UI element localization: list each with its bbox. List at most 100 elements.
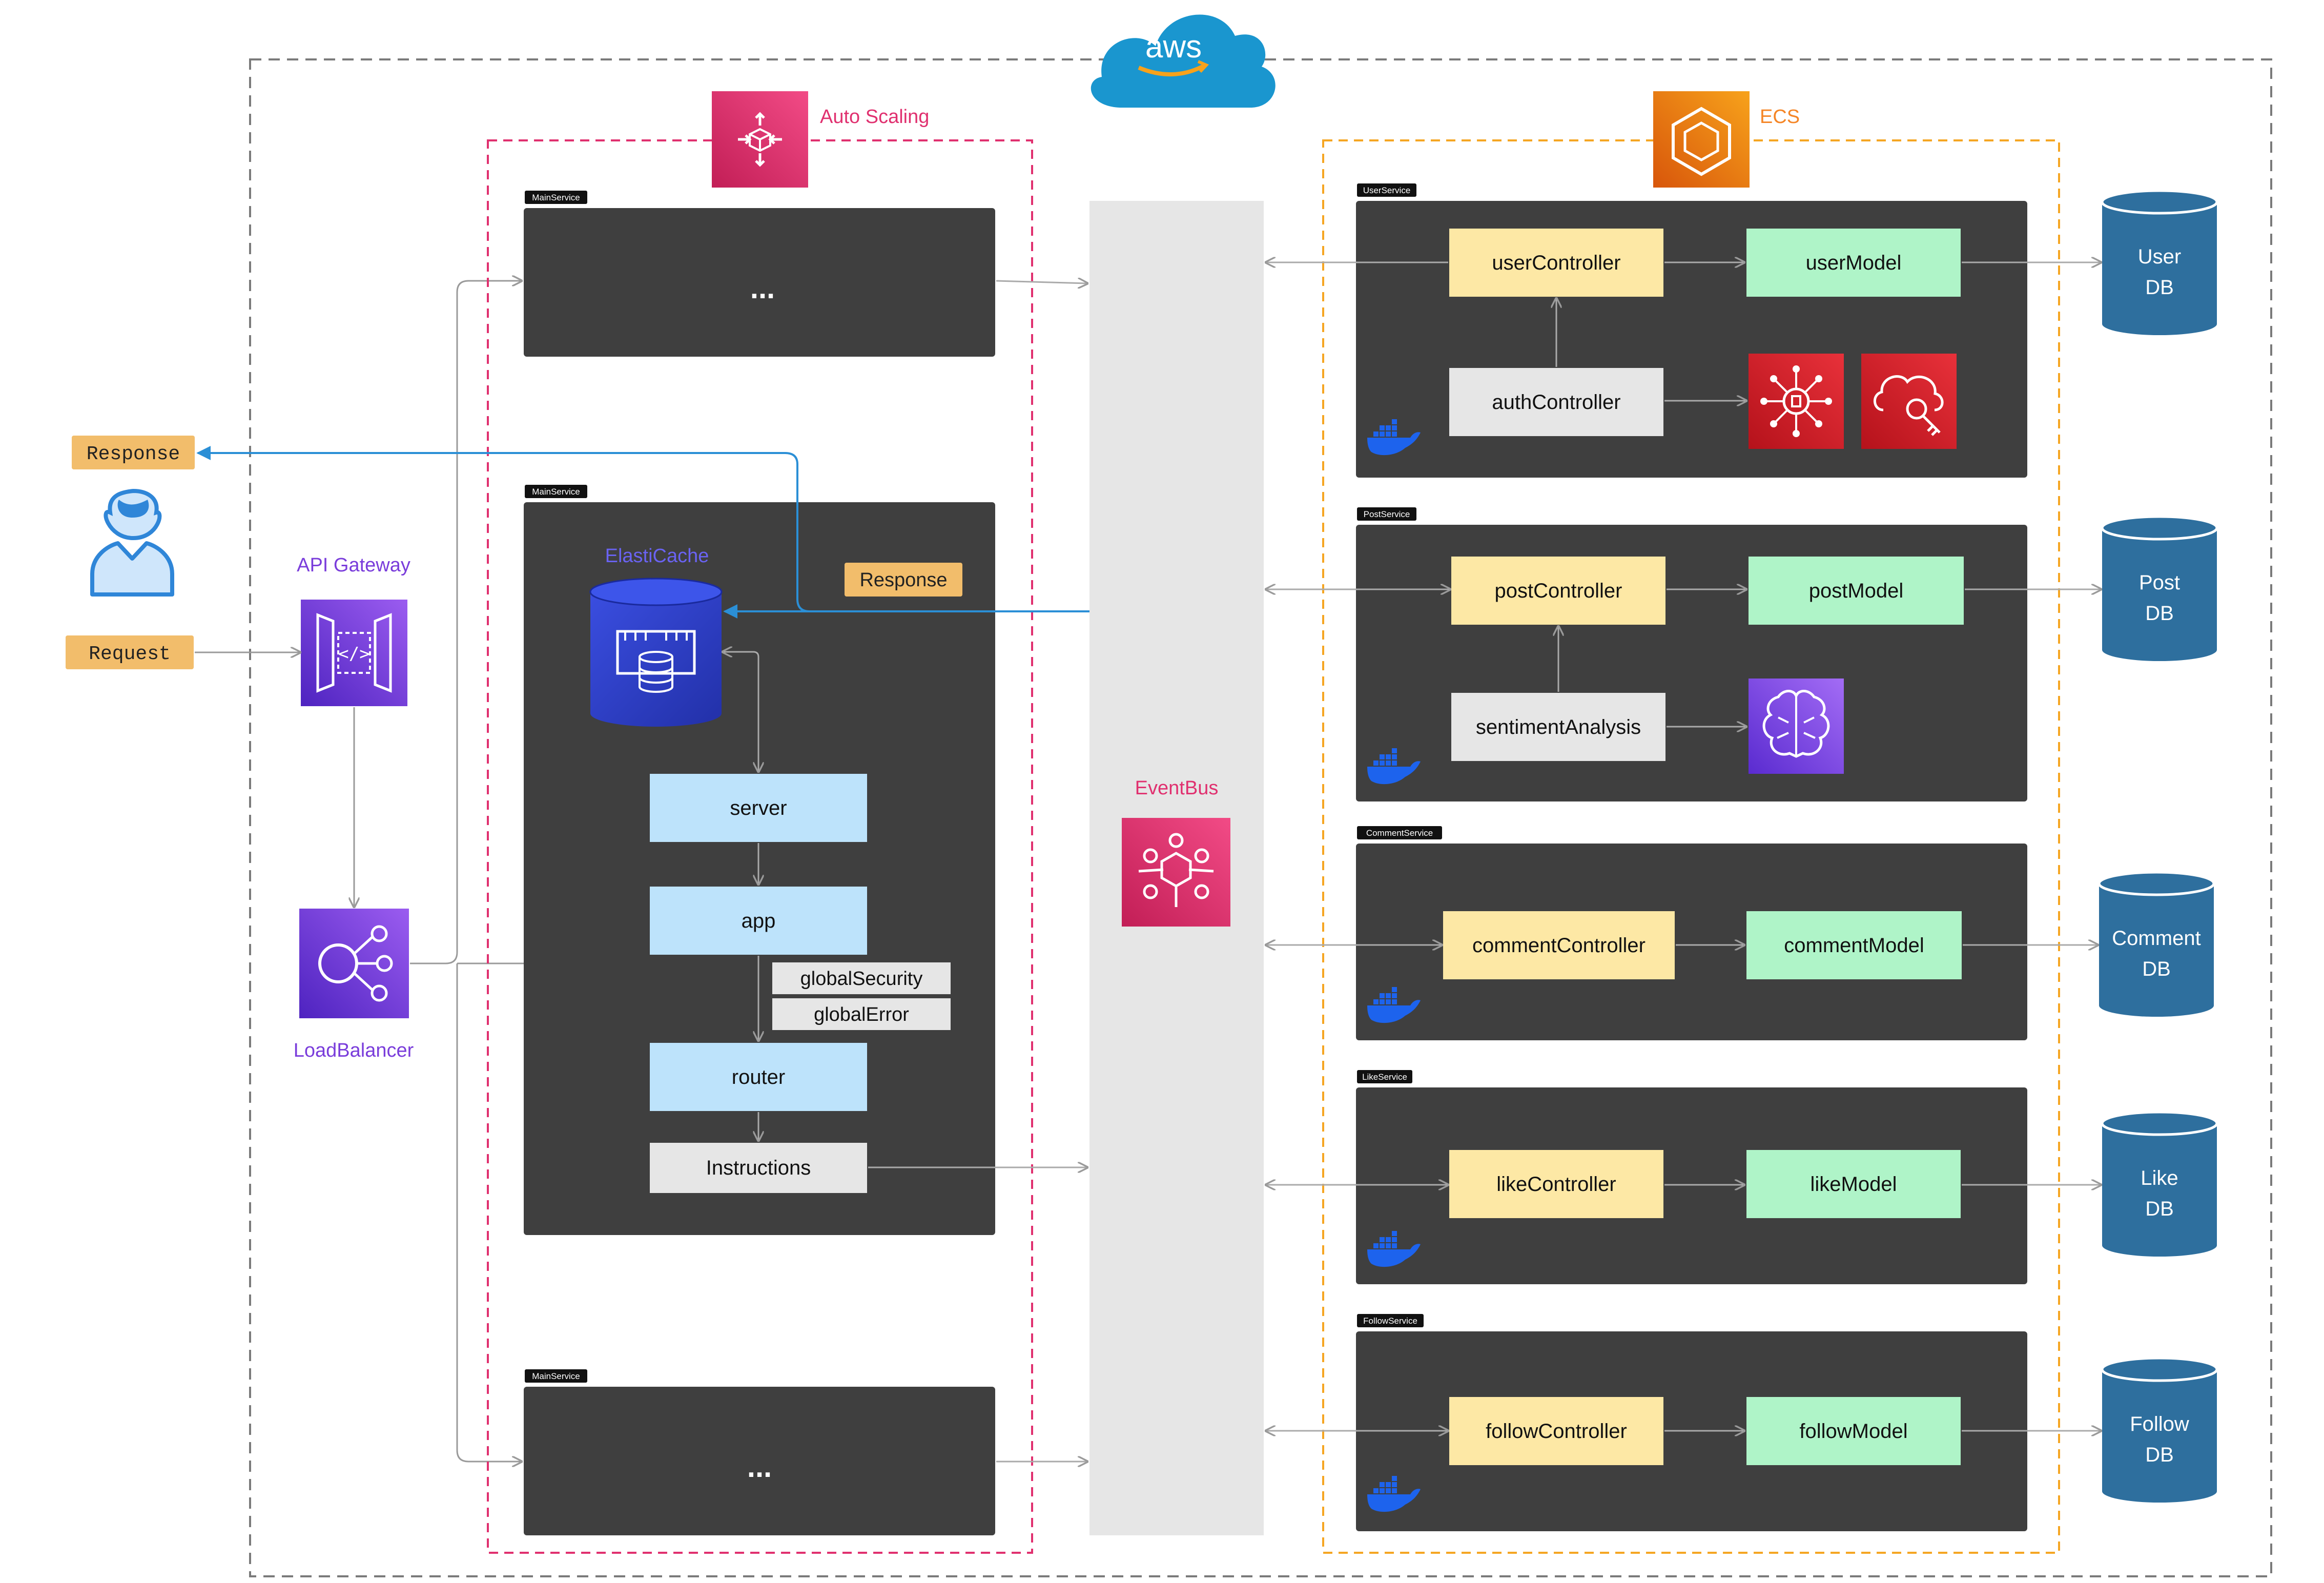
db-label: DB: [2145, 1198, 2174, 1220]
service-tag: LikeService: [1362, 1072, 1407, 1082]
svg-text:postModel: postModel: [1809, 580, 1904, 602]
svg-text:followController: followController: [1486, 1420, 1627, 1443]
ecs-group: [1322, 139, 2060, 1554]
api-gateway-label: API Gateway: [297, 554, 410, 576]
server-box[interactable]: server: [650, 774, 867, 842]
svg-text:userModel: userModel: [1806, 252, 1902, 274]
post-controller-box[interactable]: postController: [1451, 557, 1665, 625]
docker-icon: [1367, 748, 1421, 785]
db-label: Follow: [2130, 1413, 2189, 1435]
api-gateway-icon[interactable]: </>: [301, 600, 407, 706]
user-avatar-icon: [90, 488, 174, 597]
arrow-lb-to-main1: [410, 281, 522, 964]
docker-icon: [1367, 987, 1421, 1023]
elasticache-label: ElastiCache: [605, 545, 709, 567]
svg-text:commentController: commentController: [1472, 934, 1646, 957]
aws-cloud-boundary: [249, 58, 2272, 1577]
like-db-icon[interactable]: Like DB: [2101, 1111, 2218, 1257]
follow-controller-box[interactable]: followController: [1449, 1397, 1663, 1465]
main-service-tag: MainService: [532, 1371, 580, 1381]
router-box[interactable]: router: [650, 1043, 867, 1111]
post-model-box[interactable]: postModel: [1749, 557, 1964, 625]
svg-text:globalSecurity: globalSecurity: [800, 968, 923, 990]
svg-text:Instructions: Instructions: [706, 1157, 811, 1179]
comprehend-icon[interactable]: [1749, 679, 1844, 774]
db-label: DB: [2145, 602, 2174, 625]
user-db-icon[interactable]: User DB: [2101, 189, 2218, 335]
svg-text:commentModel: commentModel: [1784, 934, 1924, 957]
db-label: Post: [2139, 571, 2180, 594]
ecs-icon[interactable]: [1653, 91, 1750, 188]
main-service-ellipsis: ...: [747, 1450, 772, 1484]
db-label: DB: [2145, 276, 2174, 299]
svg-text:router: router: [732, 1066, 786, 1088]
user-model-box[interactable]: userModel: [1746, 229, 1961, 297]
db-label: DB: [2145, 1444, 2174, 1466]
main-service-tag: MainService: [532, 193, 580, 202]
cognito-icon[interactable]: [1749, 354, 1844, 449]
svg-text:postController: postController: [1494, 580, 1622, 602]
aws-logo-icon: aws: [1091, 14, 1276, 108]
svg-text:likeController: likeController: [1496, 1173, 1616, 1196]
arrow-main1-eventbus: [996, 281, 1087, 283]
comment-controller-box[interactable]: commentController: [1443, 911, 1675, 979]
db-label: User: [2138, 245, 2181, 268]
svg-text:Request: Request: [89, 643, 171, 665]
svg-text:app: app: [742, 910, 776, 932]
like-service-panel[interactable]: LikeService: [1356, 1070, 2027, 1284]
arrow-response-to-client: [196, 446, 810, 612]
main-service-tag: MainService: [532, 487, 580, 497]
db-label: DB: [2142, 958, 2171, 980]
elasticache-icon[interactable]: [589, 578, 723, 727]
autoscaling-group: [487, 139, 1033, 1554]
follow-model-box[interactable]: followModel: [1746, 1397, 1961, 1465]
autoscaling-icon[interactable]: [712, 91, 808, 188]
svg-text:userController: userController: [1492, 252, 1620, 274]
arrow-cache-server: [723, 652, 758, 772]
global-error-box[interactable]: globalError: [772, 998, 951, 1030]
app-box[interactable]: app: [650, 887, 867, 955]
service-tag: PostService: [1364, 509, 1410, 519]
request-tag: Request: [66, 635, 194, 669]
docker-icon: [1367, 419, 1421, 456]
docker-icon: [1367, 1231, 1421, 1267]
comment-model-box[interactable]: commentModel: [1746, 911, 1962, 979]
sentiment-analysis-box[interactable]: sentimentAnalysis: [1451, 693, 1665, 761]
load-balancer-label: LoadBalancer: [294, 1040, 414, 1061]
global-security-box[interactable]: globalSecurity: [772, 962, 951, 994]
service-tag: UserService: [1363, 186, 1411, 195]
db-label: Like: [2141, 1167, 2178, 1189]
svg-text:Response: Response: [87, 443, 180, 465]
svg-text:globalError: globalError: [814, 1004, 909, 1025]
load-balancer-icon[interactable]: [299, 909, 409, 1018]
eventbus-label: EventBus: [1135, 777, 1219, 799]
svg-text:Response: Response: [859, 569, 947, 591]
svg-text:sentimentAnalysis: sentimentAnalysis: [1476, 716, 1641, 738]
auth-controller-box[interactable]: authController: [1449, 368, 1663, 436]
arrow-lb-to-main3: [456, 963, 522, 1462]
svg-text:server: server: [730, 797, 787, 819]
docker-icon: [1367, 1476, 1421, 1512]
comment-db-icon[interactable]: Comment DB: [2097, 871, 2215, 1017]
key-management-icon[interactable]: [1861, 354, 1957, 449]
response-tag-cache: Response: [845, 563, 962, 597]
ecs-label: ECS: [1760, 106, 1800, 128]
like-controller-box[interactable]: likeController: [1449, 1150, 1663, 1218]
db-label: Comment: [2112, 927, 2200, 950]
autoscaling-label: Auto Scaling: [820, 106, 929, 128]
user-controller-box[interactable]: userController: [1449, 229, 1663, 297]
like-model-box[interactable]: likeModel: [1746, 1150, 1961, 1218]
comment-service-panel[interactable]: CommentService: [1356, 826, 2027, 1040]
main-service-instance-3[interactable]: MainService ...: [524, 1369, 995, 1535]
svg-text:authController: authController: [1492, 391, 1620, 414]
main-service-instance-1[interactable]: MainService ...: [524, 191, 995, 357]
service-tag: CommentService: [1366, 828, 1433, 838]
instructions-box[interactable]: Instructions: [650, 1143, 867, 1193]
aws-logo-text: aws: [1145, 29, 1202, 65]
svg-text:followModel: followModel: [1799, 1420, 1907, 1443]
follow-db-icon[interactable]: Follow DB: [2101, 1356, 2218, 1503]
post-db-icon[interactable]: Post DB: [2101, 515, 2218, 661]
svg-text:</>: </>: [338, 644, 369, 664]
main-service-ellipsis: ...: [750, 272, 775, 305]
eventbridge-icon[interactable]: [1122, 818, 1230, 927]
